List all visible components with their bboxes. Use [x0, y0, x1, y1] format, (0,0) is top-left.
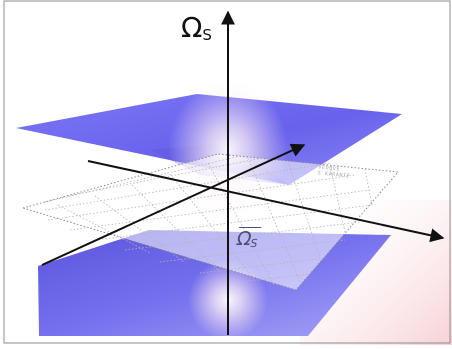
omega-subscript: S: [202, 26, 212, 44]
omega-s-axis-label: ΩS: [181, 14, 212, 43]
omega-symbol: Ω: [181, 11, 202, 44]
